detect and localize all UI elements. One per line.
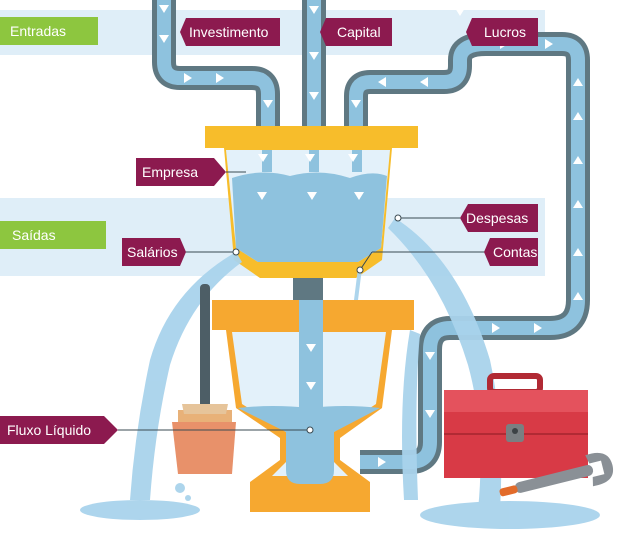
- arrow-down-icon: [351, 100, 361, 108]
- leader-dots: [232, 214, 402, 434]
- fluxo-liquido-label: Fluxo Líquido: [7, 422, 91, 438]
- arrow-down-icon: [425, 410, 435, 418]
- salarios-label: Salários: [127, 244, 178, 260]
- capital-label: Capital: [337, 24, 381, 40]
- arrow-down-icon: [425, 352, 435, 360]
- arrow-down-icon: [309, 92, 319, 100]
- salarios-stream: [130, 252, 242, 500]
- arrow-up-icon: [573, 248, 583, 256]
- entradas-tag: Entradas: [0, 17, 98, 45]
- arrow-down-icon: [309, 52, 319, 60]
- arrow-left-icon: [378, 77, 386, 87]
- arrow-right-icon: [534, 323, 542, 333]
- plunger-icon: [172, 284, 236, 474]
- falling-drops: [262, 150, 362, 172]
- despesas-tag: Despesas: [460, 204, 538, 232]
- wrench-icon: [499, 452, 614, 497]
- capital-tag: Capital: [320, 18, 392, 46]
- contas-label: Contas: [493, 244, 537, 260]
- leak-streams: [80, 218, 600, 529]
- investimento-label: Investimento: [189, 24, 269, 40]
- arrow-right-icon: [184, 73, 192, 83]
- arrow-down-icon: [263, 100, 273, 108]
- arrow-right-icon: [545, 39, 553, 49]
- empresa-tag: Empresa: [136, 158, 226, 186]
- arrow-down-icon: [159, 5, 169, 13]
- fluxo-liquido-tag: Fluxo Líquido: [0, 416, 118, 444]
- lucros-label: Lucros: [484, 24, 526, 40]
- arrow-right-icon: [378, 457, 386, 467]
- arrow-right-icon: [492, 323, 500, 333]
- arrow-up-icon: [573, 156, 583, 164]
- lucros-tag: Lucros: [466, 18, 538, 46]
- investimento-tag: Investimento: [180, 18, 280, 46]
- net-flow-funnel: [212, 300, 414, 512]
- contas-tag: Contas: [484, 238, 538, 266]
- input-pipes: [152, 0, 590, 474]
- arrow-down-icon: [455, 8, 465, 16]
- salarios-tag: Salários: [122, 238, 186, 266]
- toolbox-icon: [444, 373, 588, 478]
- empresa-label: Empresa: [142, 164, 198, 180]
- despesas-label: Despesas: [466, 210, 528, 226]
- despesas-stream: [388, 218, 502, 510]
- arrow-up-icon: [573, 78, 583, 86]
- arrow-up-icon: [573, 292, 583, 300]
- arrow-right-icon: [216, 73, 224, 83]
- arrow-down-icon: [159, 35, 169, 43]
- arrow-up-icon: [573, 112, 583, 120]
- entradas-label: Entradas: [10, 23, 66, 39]
- arrow-up-icon: [573, 200, 583, 208]
- arrow-left-icon: [420, 77, 428, 87]
- saidas-label: Saídas: [12, 227, 56, 243]
- arrow-down-icon: [309, 6, 319, 14]
- company-funnel: [205, 126, 418, 278]
- saidas-tag: Saídas: [0, 221, 106, 249]
